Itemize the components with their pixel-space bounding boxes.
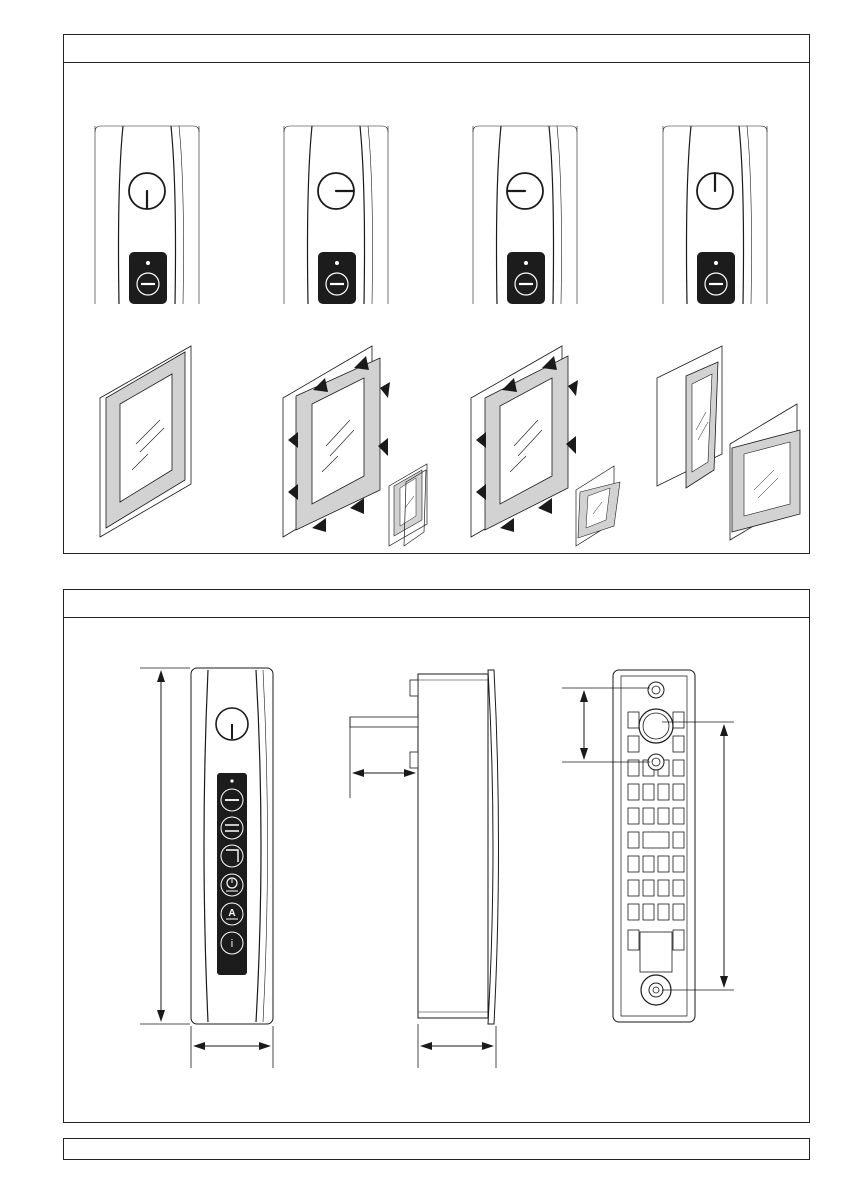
back-plate-drawing [562, 670, 734, 1022]
auto-button-label: A [228, 908, 235, 919]
dial-step-4 [663, 126, 767, 304]
dial-step-2 [284, 126, 388, 304]
frame-illustration-4 [657, 346, 800, 540]
dial-step-1 [95, 126, 199, 304]
dial-step-3 [473, 126, 577, 304]
front-view-drawing: A i [140, 668, 273, 1068]
frame-illustration-1 [100, 346, 191, 537]
frame-illustration-2 [283, 346, 427, 546]
side-view-drawing [350, 670, 499, 1068]
cable-opening [639, 709, 673, 743]
info-button-label: i [231, 938, 233, 950]
frame-illustration-3 [471, 346, 620, 546]
